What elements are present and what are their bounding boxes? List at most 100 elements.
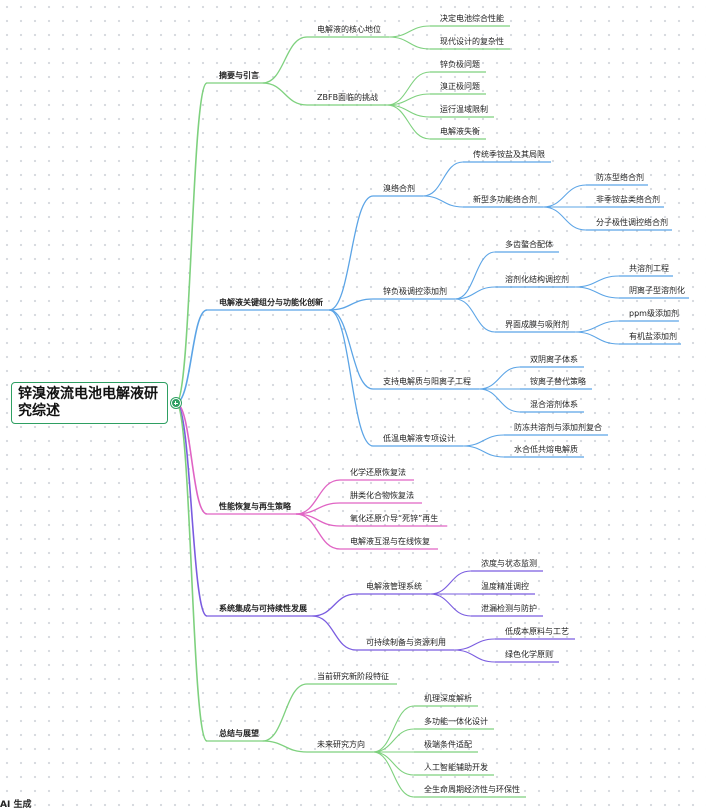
topic-node[interactable]: 当前研究新阶段特征 (317, 671, 389, 681)
detail-node[interactable]: ppm级添加剂 (629, 308, 679, 318)
branch-connector (175, 309, 208, 404)
subtopic-node[interactable]: 全生命周期经济性与环保性 (424, 784, 520, 794)
topic-node[interactable]: 化学还原恢复法 (350, 467, 406, 477)
subtopic-node[interactable]: 混合溶剂体系 (530, 399, 578, 409)
detail-node[interactable]: 有机盐添加剂 (629, 331, 677, 341)
branch-connector (175, 402, 208, 515)
leaf-connector (386, 104, 431, 118)
topic-node[interactable]: 溴络合剂 (383, 183, 415, 193)
topic-node[interactable]: 电解液的核心地位 (317, 24, 381, 34)
topic-node[interactable]: 未来研究方向 (317, 739, 365, 749)
leaf-connector (453, 638, 496, 651)
subbranch-connector (262, 82, 308, 106)
detail-node[interactable]: 阴离子型溶剂化 (629, 285, 685, 295)
leaf-connector (478, 388, 521, 413)
subtopic-node[interactable]: 溴正极问题 (440, 81, 480, 91)
subtopic-node[interactable]: 新型多功能络合剂 (473, 194, 537, 204)
subtopic-node[interactable]: 人工智能辅助开发 (424, 762, 488, 772)
leaf-connector (372, 751, 415, 798)
detail-node[interactable]: 非季铵盐类络合剂 (596, 194, 660, 204)
leaf-connector (478, 366, 521, 390)
leaf-connector (388, 25, 431, 38)
leaf-connector (574, 286, 620, 299)
topic-node[interactable]: 氧化还原介导“死锌”再生 (350, 513, 438, 523)
topic-node[interactable]: 可持续制备与资源利用 (366, 637, 446, 647)
leaf-connector (429, 593, 472, 617)
subtopic-node[interactable]: 极端条件适配 (424, 739, 472, 749)
subbranch-connector (328, 195, 374, 311)
leaf-connector (429, 570, 472, 595)
leaf-connector (372, 705, 415, 753)
subtopic-node[interactable]: 溶剂化结构调控剂 (505, 274, 569, 284)
subbranch-connector (329, 309, 374, 390)
leaf-connector (542, 184, 587, 208)
subbranch-connector (312, 615, 357, 651)
subbranch-connector (295, 513, 341, 550)
subbranch-connector (262, 36, 308, 84)
subtopic-node[interactable]: 低成本原料与工艺 (505, 626, 569, 636)
branch-1-title[interactable]: 摘要与引言 (219, 70, 259, 80)
branch-connector (175, 402, 208, 742)
subtopic-node[interactable]: 电解液失衡 (440, 126, 480, 136)
leaf-connector (542, 206, 587, 231)
leaf-connector (372, 728, 415, 753)
topic-node[interactable]: ZBFB面临的挑战 (317, 92, 378, 102)
leaf-connector (422, 195, 464, 208)
subtopic-node[interactable]: 运行温域限制 (440, 104, 488, 114)
branch-connector (175, 82, 208, 404)
subtopic-node[interactable]: 现代设计的复杂性 (440, 36, 504, 46)
detail-node[interactable]: 分子极性调控络合剂 (596, 217, 668, 227)
subtopic-node[interactable]: 浓度与状态监测 (481, 558, 537, 568)
branch-4-title[interactable]: 系统集成与可持续性发展 (219, 603, 307, 613)
topic-node[interactable]: 锌负极调控添加剂 (383, 286, 447, 296)
branch-3-title[interactable]: 性能恢复与再生策略 (219, 501, 292, 511)
subbranch-connector (262, 740, 308, 753)
collapse-toggle-icon[interactable] (171, 398, 181, 408)
subtopic-node[interactable]: 多功能一体化设计 (424, 716, 488, 726)
leaf-connector (574, 331, 620, 345)
detail-node[interactable]: 防冻型络合剂 (596, 172, 644, 182)
detail-node[interactable]: 共溶剂工程 (629, 263, 669, 273)
subtopic-node[interactable]: 温度精准调控 (481, 581, 529, 591)
leaf-connector (574, 275, 620, 288)
leaf-connector (454, 286, 496, 300)
topic-node[interactable]: 电解液互混与在线恢复 (350, 536, 430, 546)
subbranch-connector (328, 309, 374, 447)
leaf-connector (462, 434, 505, 447)
subtopic-node[interactable]: 界面成膜与吸附剂 (505, 319, 569, 329)
topic-node[interactable]: 肼类化合物恢复法 (350, 490, 414, 500)
branch-2-title[interactable]: 电解液关键组分与功能化创新 (219, 297, 323, 307)
root-title: 锌溴液流电池电解液研究综述 (18, 386, 158, 419)
subtopic-node[interactable]: 决定电池综合性能 (440, 13, 504, 23)
leaf-connector (372, 751, 415, 776)
subtopic-node[interactable]: 铵离子替代策略 (530, 376, 586, 386)
subtopic-node[interactable]: 多齿螯合配体 (505, 239, 553, 249)
topic-node[interactable]: 支持电解质与阳离子工程 (383, 376, 471, 386)
subtopic-node[interactable]: 传统季铵盐及其局限 (473, 149, 545, 159)
root-node[interactable]: 锌溴液流电池电解液研究综述 (11, 382, 168, 424)
leaf-connector (462, 445, 505, 458)
subtopic-node[interactable]: 水合低共熔电解质 (514, 444, 578, 454)
subtopic-node[interactable]: 防冻共溶剂与添加剂复合 (514, 422, 602, 432)
topic-node[interactable]: 电解液管理系统 (366, 581, 422, 591)
leaf-connector (388, 36, 431, 50)
subtopic-node[interactable]: 双阴离子体系 (530, 354, 578, 364)
subbranch-connector (295, 479, 341, 515)
leaf-connector (386, 104, 431, 140)
subbranch-connector (312, 593, 357, 617)
subtopic-node[interactable]: 泄漏检测与防护 (481, 603, 537, 613)
leaf-connector (454, 298, 496, 333)
leaf-connector (386, 71, 431, 106)
subbranch-connector (262, 683, 308, 742)
branch-connector (175, 402, 208, 617)
leaf-connector (422, 161, 464, 197)
subbranch-connector (329, 298, 374, 311)
leaf-connector (453, 649, 496, 663)
subtopic-node[interactable]: 机理深度解析 (424, 693, 472, 703)
leaf-connector (574, 320, 620, 333)
subtopic-node[interactable]: 锌负极问题 (440, 59, 480, 69)
branch-5-title[interactable]: 总结与展望 (219, 728, 259, 738)
topic-node[interactable]: 低温电解液专项设计 (383, 433, 455, 443)
subtopic-node[interactable]: 绿色化学原则 (505, 649, 553, 659)
